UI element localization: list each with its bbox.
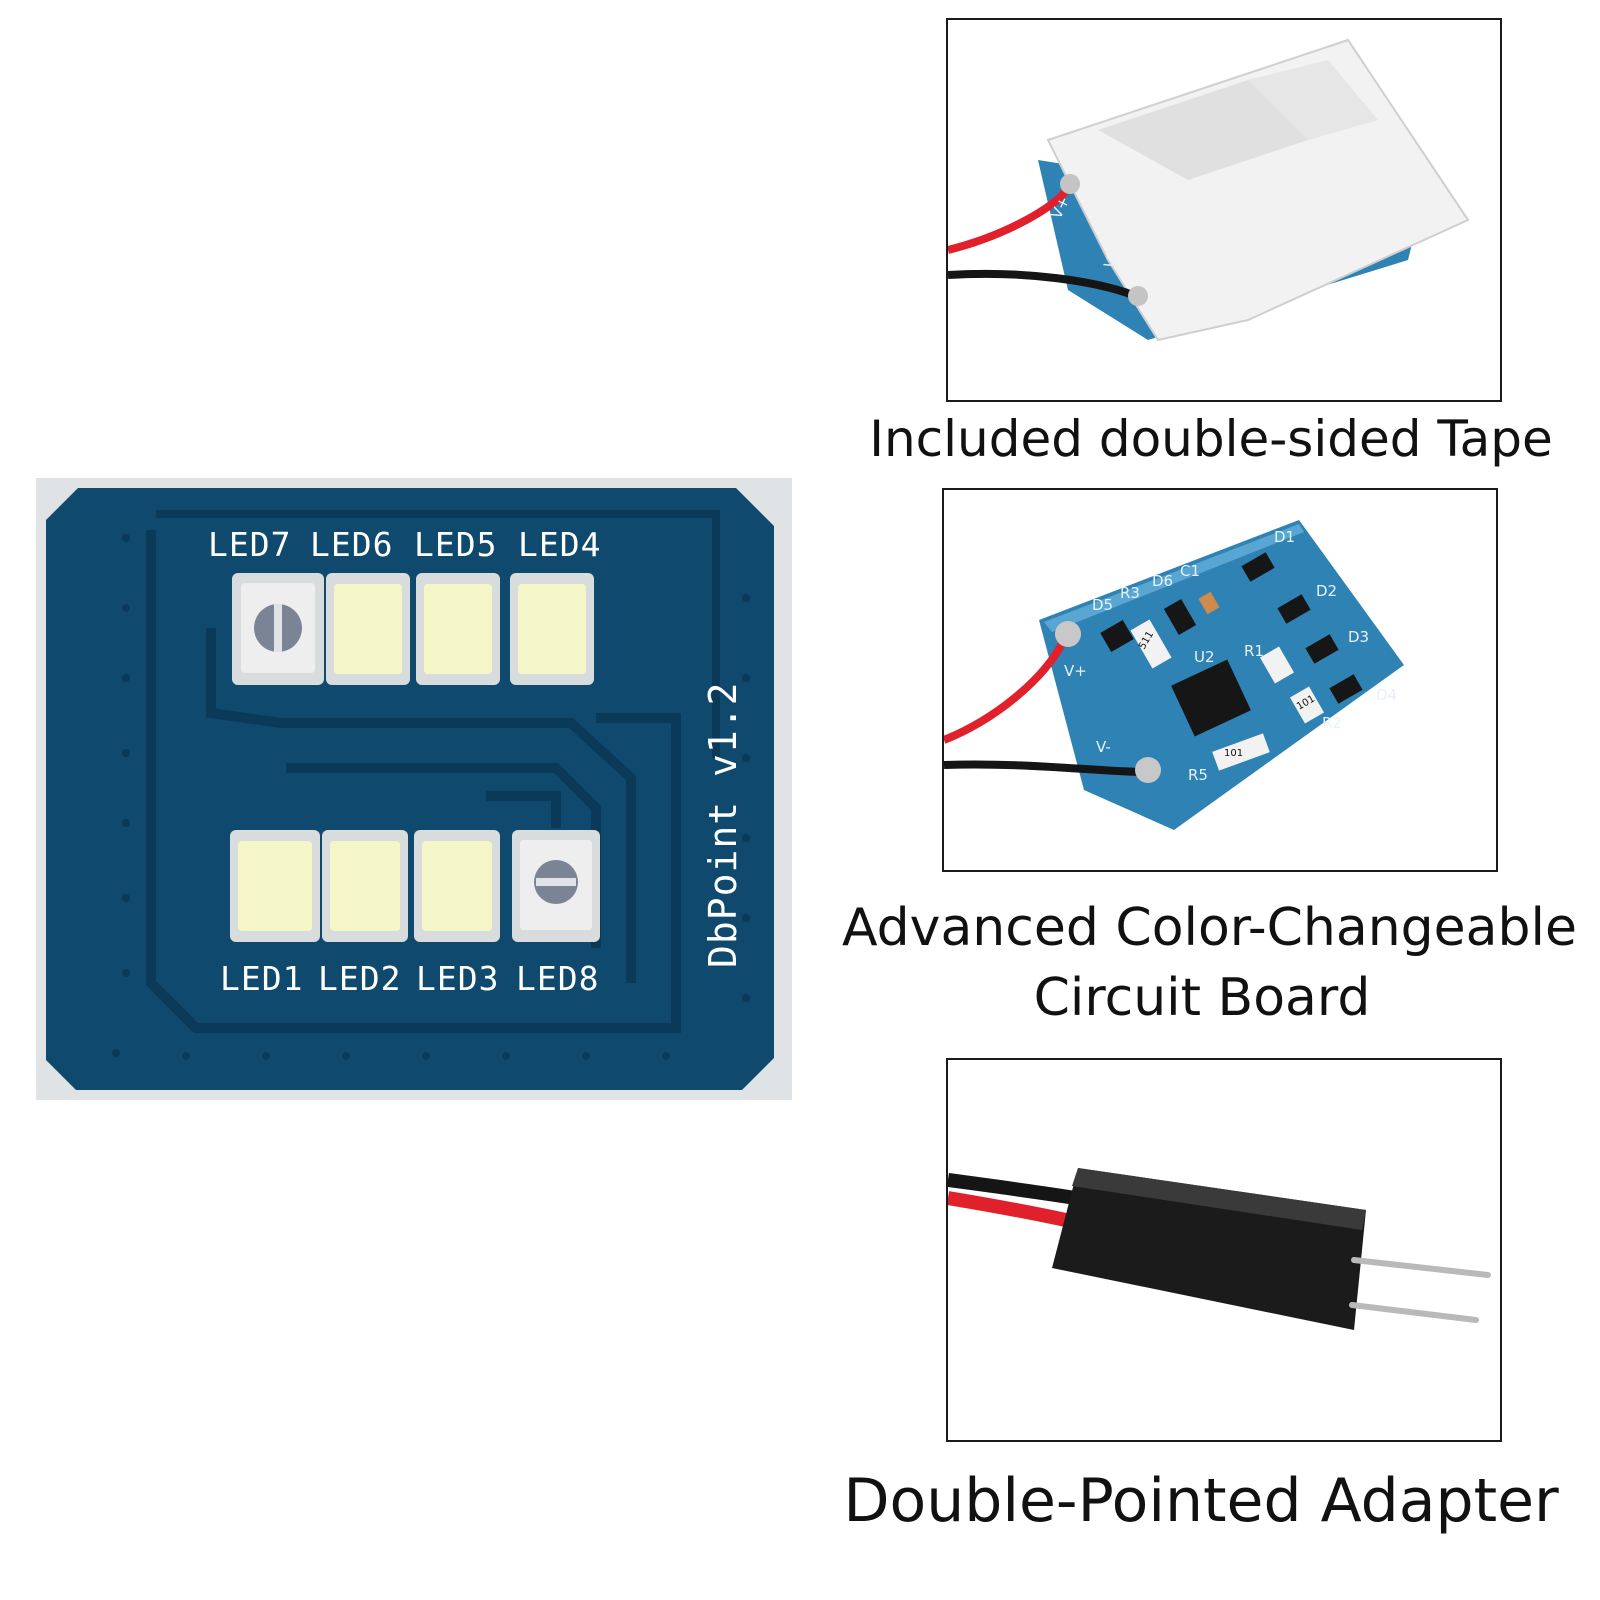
main-led-board: LED7 LED6 LED5 LED4 LED1 LED2	[36, 478, 792, 1100]
marking-r2: R2	[1322, 714, 1342, 732]
marking-101: 101	[1224, 748, 1243, 759]
solder-pad	[1055, 621, 1081, 647]
led-led1	[230, 830, 320, 942]
pcb-trace	[486, 791, 561, 828]
tape-print	[1248, 60, 1378, 140]
marking-vminus: V-	[1100, 251, 1123, 272]
pin	[1349, 1302, 1479, 1323]
photo-adapter	[946, 1058, 1502, 1442]
marking-d4: D4	[1376, 686, 1397, 704]
marking-d1: D1	[1274, 528, 1295, 546]
marking-r3: R3	[1120, 584, 1140, 602]
led-label-led7: LED7	[208, 525, 291, 564]
led-led4	[510, 573, 594, 685]
marking-r5: R5	[1188, 766, 1208, 784]
led-led6	[326, 573, 410, 685]
caption-circuit-line1: Advanced Color-Changeable	[842, 898, 1577, 958]
led-label-led2: LED2	[318, 959, 401, 998]
led-led2	[322, 830, 408, 942]
caption-circuit-line2: Circuit Board	[1033, 968, 1371, 1028]
led-label-led4: LED4	[518, 525, 601, 564]
smd-components	[1100, 552, 1363, 704]
led-label-led6: LED6	[310, 525, 393, 564]
marking-d3: D3	[1348, 628, 1369, 646]
resistors	[1130, 619, 1325, 771]
via-dots	[112, 534, 750, 1060]
capacitor-c1	[1198, 591, 1220, 615]
pcb-trace	[146, 530, 681, 1033]
pin	[1351, 1257, 1491, 1278]
photo-tape: V+ V-	[946, 18, 1502, 402]
led-led7	[232, 573, 324, 685]
board-title: DbPoint v1.2	[701, 681, 745, 968]
black-wire	[944, 760, 1145, 776]
marking-c1: C1	[1180, 562, 1200, 580]
led-label-led1: LED1	[220, 959, 303, 998]
tape-print	[1098, 80, 1308, 180]
marking-d5: D5	[1092, 596, 1113, 614]
led-led8	[512, 830, 600, 942]
adapter-top-face	[1072, 1168, 1366, 1230]
pcb-edge	[1044, 524, 1304, 632]
led-led5	[416, 573, 500, 685]
black-wire	[948, 269, 1135, 299]
led-led3	[414, 830, 500, 942]
pcb-trace	[206, 628, 636, 983]
caption-tape: Included double-sided Tape	[869, 410, 1553, 468]
marking-r1: R1	[1244, 642, 1264, 660]
pcb-trace	[156, 510, 720, 758]
red-wire	[944, 638, 1068, 744]
marking-vplus: V+	[1064, 662, 1087, 680]
marking-vminus: V-	[1096, 738, 1111, 756]
solder-pad	[1128, 286, 1148, 306]
solder-pad	[1060, 174, 1080, 194]
led-label-led5: LED5	[414, 525, 497, 564]
caption-adapter: Double-Pointed Adapter	[843, 1466, 1559, 1536]
photo-circuit-board: D5 R3 D6 C1 D1 D2 R1 D3 U2 D4 R2 R5 V+ V…	[942, 488, 1498, 872]
chip-u2	[1171, 659, 1251, 737]
marking-d2: D2	[1316, 582, 1337, 600]
red-wire	[948, 185, 1072, 254]
solder-pad	[1135, 757, 1161, 783]
led-label-led8: LED8	[516, 959, 599, 998]
led-label-led3: LED3	[416, 959, 499, 998]
adapter-illustration	[948, 1168, 1491, 1330]
marking-d6: D6	[1152, 572, 1173, 590]
tape-illustration: V+ V-	[948, 38, 1470, 342]
circuit-illustration: D5 R3 D6 C1 D1 D2 R1 D3 U2 D4 R2 R5 V+ V…	[944, 520, 1404, 830]
marking-u2: U2	[1194, 648, 1215, 666]
